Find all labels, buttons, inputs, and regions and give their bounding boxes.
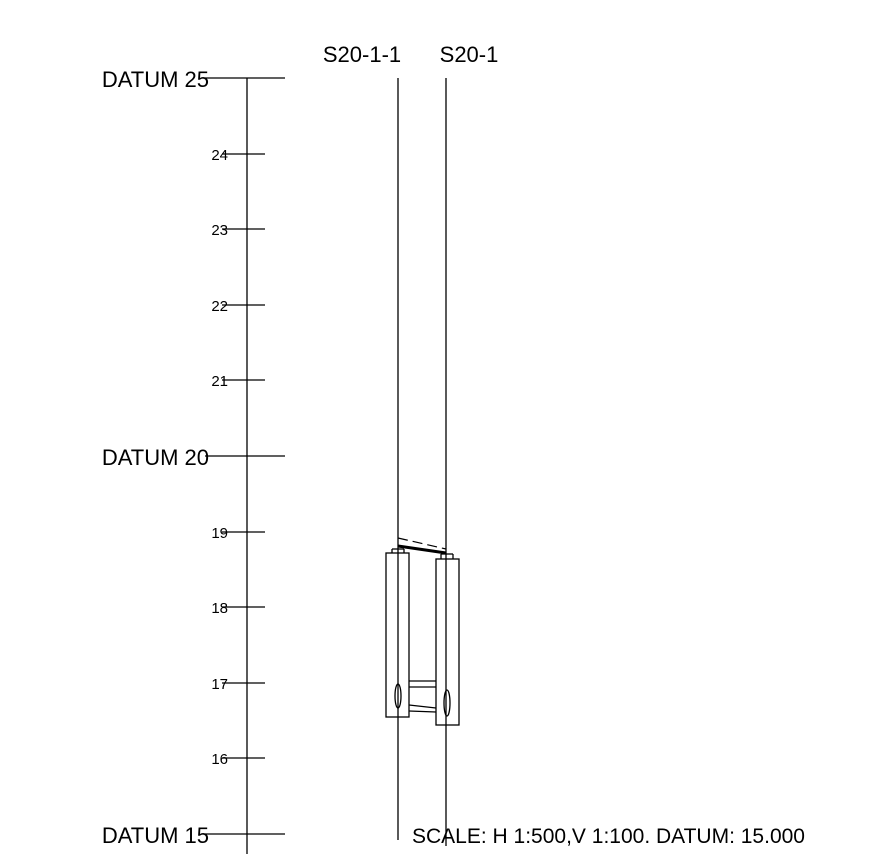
elevation-tick: 23 <box>211 222 265 239</box>
elevation-tick: 22 <box>211 298 265 315</box>
elevation-tick: 16 <box>211 751 265 768</box>
pipe-line <box>408 704 437 709</box>
tick-label: 24 <box>211 147 228 164</box>
top-slab <box>397 544 447 555</box>
right-pipe-opening <box>443 689 451 717</box>
elevation-tick: 18 <box>211 600 265 617</box>
pipe-line <box>408 710 437 713</box>
elevation-tick: 17 <box>211 676 265 693</box>
tick-label: 23 <box>211 222 228 239</box>
top-slab-dashed <box>397 537 447 550</box>
datum-label: DATUM 25 <box>102 67 209 92</box>
elevation-tick: 24 <box>211 147 265 164</box>
tick-label: 18 <box>211 600 228 617</box>
elevation-tick: 21 <box>211 373 265 390</box>
elevation-tick: 19 <box>211 525 265 542</box>
right-wall <box>435 558 460 726</box>
tick-label: 22 <box>211 298 228 315</box>
datum-marker: DATUM 25 <box>102 67 285 92</box>
tick-label: 17 <box>211 676 228 693</box>
tick-label: 19 <box>211 525 228 542</box>
tick-label: 16 <box>211 751 228 768</box>
left-pipe-opening <box>394 683 402 709</box>
left-wall <box>385 552 410 718</box>
structure-profile <box>385 537 460 726</box>
tick-label: 21 <box>211 373 228 390</box>
section-label: S20-1 <box>440 42 499 67</box>
datum-marker: DATUM 20 <box>102 445 285 470</box>
datum-marker: DATUM 15 <box>102 823 285 848</box>
section-label: S20-1-1 <box>323 42 401 67</box>
scale-note: SCALE: H 1:500,V 1:100. DATUM: 15.000 <box>412 825 805 848</box>
datum-label: DATUM 20 <box>102 445 209 470</box>
datum-label: DATUM 15 <box>102 823 209 848</box>
